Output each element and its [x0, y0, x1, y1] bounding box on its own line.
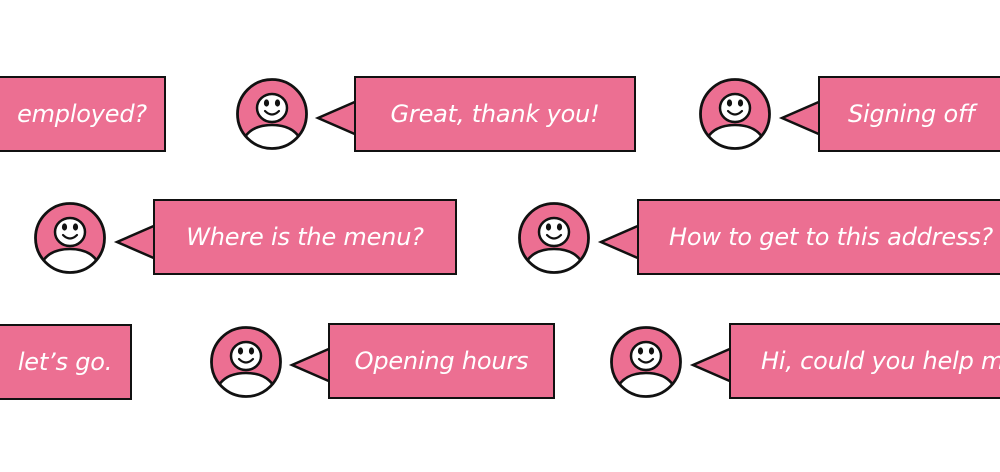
- smiling-person-avatar-icon: [610, 326, 682, 398]
- bubble-text: Great, thank you!: [390, 100, 600, 128]
- speech-bubble: Opening hours: [328, 323, 555, 399]
- smiling-person-avatar-icon: [518, 202, 590, 274]
- speech-bubble: Where is the menu?: [153, 199, 457, 275]
- speech-bubble: Signing off: [818, 76, 1000, 152]
- speech-bubble-tail-icon: [113, 223, 157, 261]
- speech-bubble: How to get to this address?: [637, 199, 1000, 275]
- speech-bubble: employed?: [0, 76, 166, 152]
- smiling-person-avatar-icon: [699, 78, 771, 150]
- speech-bubble-tail-icon: [314, 99, 358, 137]
- speech-bubble-tail-icon: [288, 346, 332, 384]
- speech-bubble-tail-icon: [778, 99, 822, 137]
- bubble-text: Hi, could you help me: [761, 347, 1000, 375]
- speech-bubble: let’s go.: [0, 324, 132, 400]
- bubble-text: Where is the menu?: [186, 223, 424, 251]
- speech-bubble-tail-icon: [597, 223, 641, 261]
- smiling-person-avatar-icon: [236, 78, 308, 150]
- bubble-text: Signing off: [848, 100, 975, 128]
- smiling-person-avatar-icon: [210, 326, 282, 398]
- bubble-text: let’s go.: [17, 348, 113, 376]
- bubble-text: Opening hours: [354, 347, 529, 375]
- speech-bubble: Hi, could you help me: [729, 323, 1000, 399]
- bubble-text: employed?: [17, 100, 147, 128]
- bubble-text: How to get to this address?: [669, 223, 994, 251]
- speech-bubble-tail-icon: [689, 346, 733, 384]
- smiling-person-avatar-icon: [34, 202, 106, 274]
- speech-bubble: Great, thank you!: [354, 76, 636, 152]
